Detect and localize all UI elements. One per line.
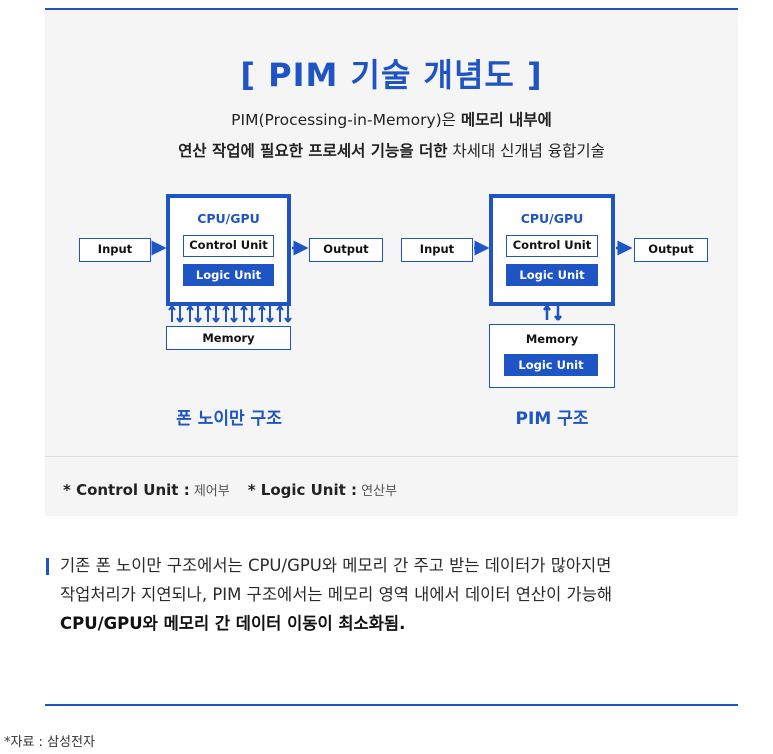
vn-control-unit: Control Unit <box>183 235 274 257</box>
pim-memory-label: Memory <box>525 332 579 346</box>
legend-logic-unit-term: * Logic Unit : <box>247 481 358 499</box>
subtitle-line1-bold: 메모리 내부에 <box>460 111 552 129</box>
legend-control-unit-value: 제어부 <box>189 484 230 499</box>
explanation-line2: 작업처리가 지연되나, PIM 구조에서는 메모리 영역 내에서 데이터 연산이… <box>60 585 613 604</box>
legend-control-unit-term: * Control Unit : <box>63 481 190 499</box>
vn-logic-unit: Logic Unit <box>183 264 274 286</box>
vn-input-box: Input <box>79 238 151 262</box>
vn-caption: 폰 노이만 구조 <box>176 409 282 429</box>
vn-processor-title: CPU/GPU <box>197 211 260 226</box>
vn-memory-box: Memory <box>166 326 291 350</box>
pim-control-unit: Control Unit <box>506 235 598 257</box>
subtitle-line2-bold: 연산 작업에 필요한 프로세서 기능을 더한 <box>178 142 448 160</box>
diagram-title: [ PIM 기술 개념도 ] <box>240 56 543 94</box>
diagram-subtitle: PIM(Processing-in-Memory)은 메모리 내부에 연산 작업… <box>45 105 738 167</box>
pim-concept-card: [ PIM 기술 개념도 ] PIM(Processing-in-Memory)… <box>45 8 738 516</box>
source-note: *자료 : 삼성전자 <box>4 735 95 750</box>
pim-processor-title: CPU/GPU <box>520 211 584 226</box>
pim-caption: PIM 구조 <box>515 409 589 429</box>
bottom-rule <box>45 704 738 706</box>
vn-bus-arrows <box>168 305 292 323</box>
pim-logic-unit: Logic Unit <box>506 264 598 286</box>
pim-bus-arrows <box>543 305 562 321</box>
subtitle-line2-suffix: 차세대 신개념 융합기술 <box>447 142 605 160</box>
explanation-text: 기존 폰 노이만 구조에서는 CPU/GPU와 메모리 간 주고 받는 데이터가… <box>60 551 750 638</box>
legend-logic-unit-value: 연산부 <box>357 484 398 499</box>
card-divider <box>45 456 738 457</box>
pim-memory-box: Memory Logic Unit <box>489 324 615 388</box>
vn-memory-label: Memory <box>202 331 255 345</box>
pim-processor-box: CPU/GPU Control Unit Logic Unit <box>489 194 615 306</box>
subtitle-line1-prefix: PIM(Processing-in-Memory)은 <box>231 111 461 129</box>
explanation-line3: CPU/GPU와 메모리 간 데이터 이동이 최소화됨. <box>60 614 406 633</box>
pim-memory-logic-unit: Logic Unit <box>504 354 598 376</box>
pim-output-box: Output <box>634 238 708 262</box>
pim-input-box: Input <box>401 238 473 262</box>
vn-output-box: Output <box>309 238 383 262</box>
vn-processor-box: CPU/GPU Control Unit Logic Unit <box>166 194 291 306</box>
unit-legend: * Control Unit : 제어부 * Logic Unit : 연산부 <box>63 480 397 499</box>
explanation-line1: 기존 폰 노이만 구조에서는 CPU/GPU와 메모리 간 주고 받는 데이터가… <box>60 556 612 575</box>
body-accent-bar <box>46 558 49 575</box>
